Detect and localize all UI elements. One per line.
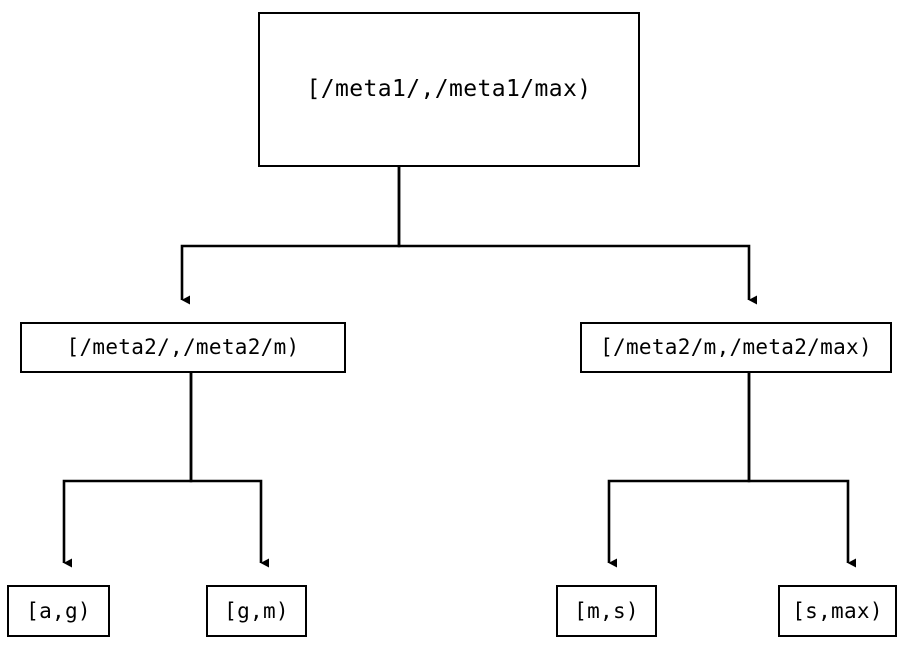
tree-node-leaf-gm-label: [g,m) bbox=[224, 598, 289, 623]
tree-node-root[interactable]: [/meta1/,/meta1/max) bbox=[258, 12, 640, 167]
tree-node-right-internal-label: [/meta2/m,/meta2/max) bbox=[600, 335, 872, 359]
edge-left-internal-to-leaf-gm bbox=[189, 373, 269, 568]
tree-node-left-internal-label: [/meta2/,/meta2/m) bbox=[66, 335, 300, 359]
tree-node-leaf-smax-label: [s,max) bbox=[792, 598, 883, 623]
tree-node-root-label: [/meta1/,/meta1/max) bbox=[306, 76, 592, 102]
tree-node-leaf-ms[interactable]: [m,s) bbox=[556, 585, 657, 637]
edge-root-to-left-internal bbox=[180, 167, 401, 305]
tree-node-leaf-ag[interactable]: [a,g) bbox=[7, 585, 110, 637]
tree-node-left-internal[interactable]: [/meta2/,/meta2/m) bbox=[20, 322, 346, 373]
edge-root-to-right-internal bbox=[397, 167, 757, 305]
edge-right-internal-to-leaf-ms bbox=[607, 373, 751, 568]
tree-node-leaf-ms-label: [m,s) bbox=[574, 598, 639, 623]
edge-left-internal-to-leaf-ag bbox=[62, 373, 193, 568]
tree-node-right-internal[interactable]: [/meta2/m,/meta2/max) bbox=[580, 322, 892, 373]
tree-node-leaf-gm[interactable]: [g,m) bbox=[206, 585, 307, 637]
tree-node-leaf-smax[interactable]: [s,max) bbox=[778, 585, 897, 637]
tree-node-leaf-ag-label: [a,g) bbox=[26, 598, 91, 623]
edge-right-internal-to-leaf-smax bbox=[747, 373, 856, 568]
